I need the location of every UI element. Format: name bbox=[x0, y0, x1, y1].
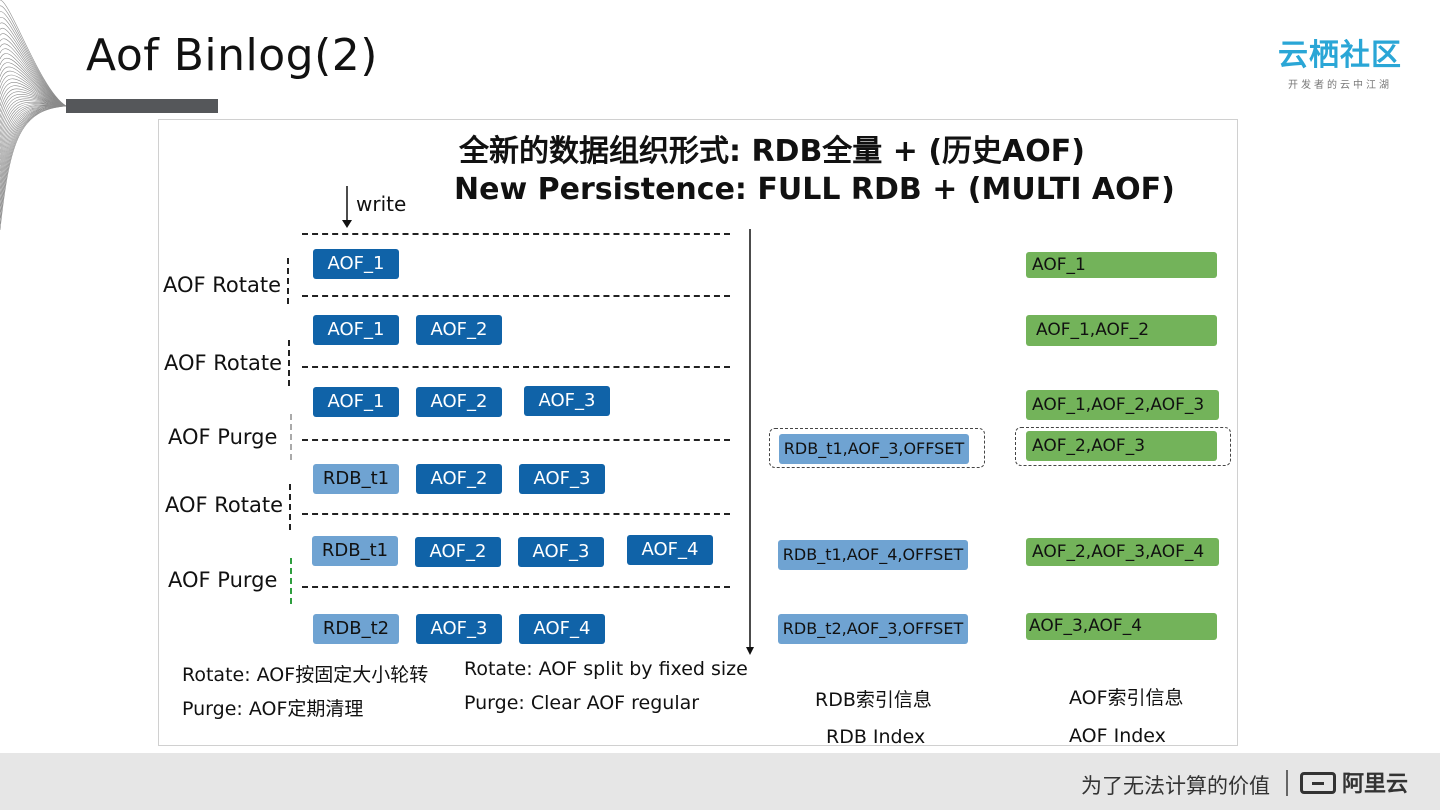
footer-logo-text: 阿里云 bbox=[1342, 772, 1409, 797]
fan-line bbox=[0, 5, 67, 107]
aof-block: AOF_4 bbox=[519, 614, 605, 644]
brand-name: 云栖社区 bbox=[1278, 38, 1402, 73]
event-arrow bbox=[289, 484, 291, 530]
title-underline-bar bbox=[66, 99, 218, 113]
event-label: AOF Rotate bbox=[164, 351, 283, 375]
rdb-index-label-cn: RDB索引信息 bbox=[815, 689, 932, 711]
event-label: AOF Purge bbox=[168, 568, 278, 592]
decorative-fan-graphic bbox=[0, 0, 67, 231]
fan-line bbox=[0, 66, 67, 107]
rdb-block: RDB_t2 bbox=[313, 614, 399, 644]
event-label: AOF Purge bbox=[168, 425, 278, 449]
fan-line bbox=[0, 17, 67, 107]
fan-line bbox=[0, 57, 67, 107]
note-rotate-cn: Rotate: AOF按固定大小轮转 bbox=[182, 664, 429, 686]
timeline-arrow bbox=[746, 229, 754, 655]
note-purge-cn: Purge: AOF定期清理 bbox=[182, 698, 364, 720]
aof-block: AOF_2 bbox=[416, 464, 502, 494]
rdb-index-entry: RDB_t2,AOF_3,OFFSET bbox=[778, 614, 968, 644]
event-arrow bbox=[290, 414, 292, 460]
footer-logo: 阿里云 bbox=[1300, 766, 1408, 798]
fan-line bbox=[0, 38, 67, 107]
aof-block: AOF_3 bbox=[416, 614, 502, 644]
aof-index-entry: AOF_1,AOF_2 bbox=[1026, 315, 1217, 346]
brand-logo: 云栖社区 开发者的云中江湖 bbox=[1278, 30, 1402, 91]
footer-slogan: 为了无法计算的价值 bbox=[1081, 774, 1270, 798]
diagram-title-cn: 全新的数据组织形式: RDB全量 + (历史AOF) bbox=[459, 134, 1085, 169]
diagram-title-en: New Persistence: FULL RDB + (MULTI AOF) bbox=[454, 172, 1175, 207]
rdb-block: RDB_t1 bbox=[313, 464, 399, 494]
aof-block: AOF_3 bbox=[524, 386, 610, 416]
note-purge-en: Purge: Clear AOF regular bbox=[464, 692, 700, 714]
event-arrow bbox=[290, 558, 292, 604]
write-label: write bbox=[356, 192, 407, 216]
fan-line bbox=[0, 22, 67, 107]
aof-index-entry: AOF_2,AOF_3 bbox=[1026, 431, 1217, 461]
write-arrow bbox=[342, 186, 352, 228]
row-separator bbox=[302, 366, 730, 368]
aof-block: AOF_2 bbox=[415, 537, 501, 567]
fan-line bbox=[0, 70, 67, 107]
aof-block: AOF_3 bbox=[519, 464, 605, 494]
fan-line bbox=[0, 62, 67, 107]
row-separator bbox=[302, 439, 730, 441]
aof-block: AOF_1 bbox=[313, 315, 399, 345]
footer-separator bbox=[1286, 770, 1288, 796]
rdb-index-highlight bbox=[769, 428, 985, 468]
aof-block: AOF_1 bbox=[313, 387, 399, 417]
fan-line bbox=[0, 0, 67, 107]
note-rotate-en: Rotate: AOF split by fixed size bbox=[464, 658, 748, 680]
event-label: AOF Rotate bbox=[165, 493, 284, 517]
fan-line bbox=[0, 11, 67, 107]
rdb-block: RDB_t1 bbox=[312, 536, 398, 566]
aof-index-label-en: AOF Index bbox=[1069, 725, 1166, 747]
row-separator bbox=[302, 513, 730, 515]
event-label: AOF Rotate bbox=[163, 273, 282, 297]
aof-block: AOF_2 bbox=[416, 315, 502, 345]
row-separator bbox=[302, 586, 730, 588]
slide-title: Aof Binlog(2) bbox=[86, 30, 378, 81]
brand-slogan: 开发者的云中江湖 bbox=[1288, 80, 1392, 91]
rdb-index-entry: RDB_t1,AOF_3,OFFSET bbox=[779, 434, 969, 464]
aof-block: AOF_3 bbox=[518, 537, 604, 567]
aof-index-entry: AOF_1,AOF_2,AOF_3 bbox=[1026, 390, 1219, 420]
aof-index-label-cn: AOF索引信息 bbox=[1069, 687, 1184, 709]
fan-line bbox=[0, 33, 67, 107]
rdb-index-entry: RDB_t1,AOF_4,OFFSET bbox=[778, 540, 968, 570]
rdb-index-label-en: RDB Index bbox=[826, 726, 926, 748]
fan-line bbox=[0, 74, 67, 107]
aof-block: AOF_4 bbox=[627, 535, 713, 565]
row-separator bbox=[302, 295, 730, 297]
aof-index-highlight bbox=[1015, 427, 1231, 466]
fan-line bbox=[0, 105, 67, 231]
aliyun-logo-icon bbox=[1300, 772, 1336, 794]
footer-bar bbox=[0, 753, 1440, 810]
aof-index-entry: AOF_2,AOF_3,AOF_4 bbox=[1026, 538, 1219, 566]
aof-block: AOF_1 bbox=[313, 249, 399, 279]
fan-line bbox=[0, 27, 67, 107]
aof-index-entry: AOF_1 bbox=[1026, 252, 1217, 278]
row-separator bbox=[302, 233, 730, 235]
event-arrow bbox=[288, 340, 290, 386]
aof-index-entry: AOF_3,AOF_4 bbox=[1026, 613, 1217, 640]
aof-block: AOF_2 bbox=[416, 387, 502, 417]
event-arrow bbox=[287, 258, 289, 304]
